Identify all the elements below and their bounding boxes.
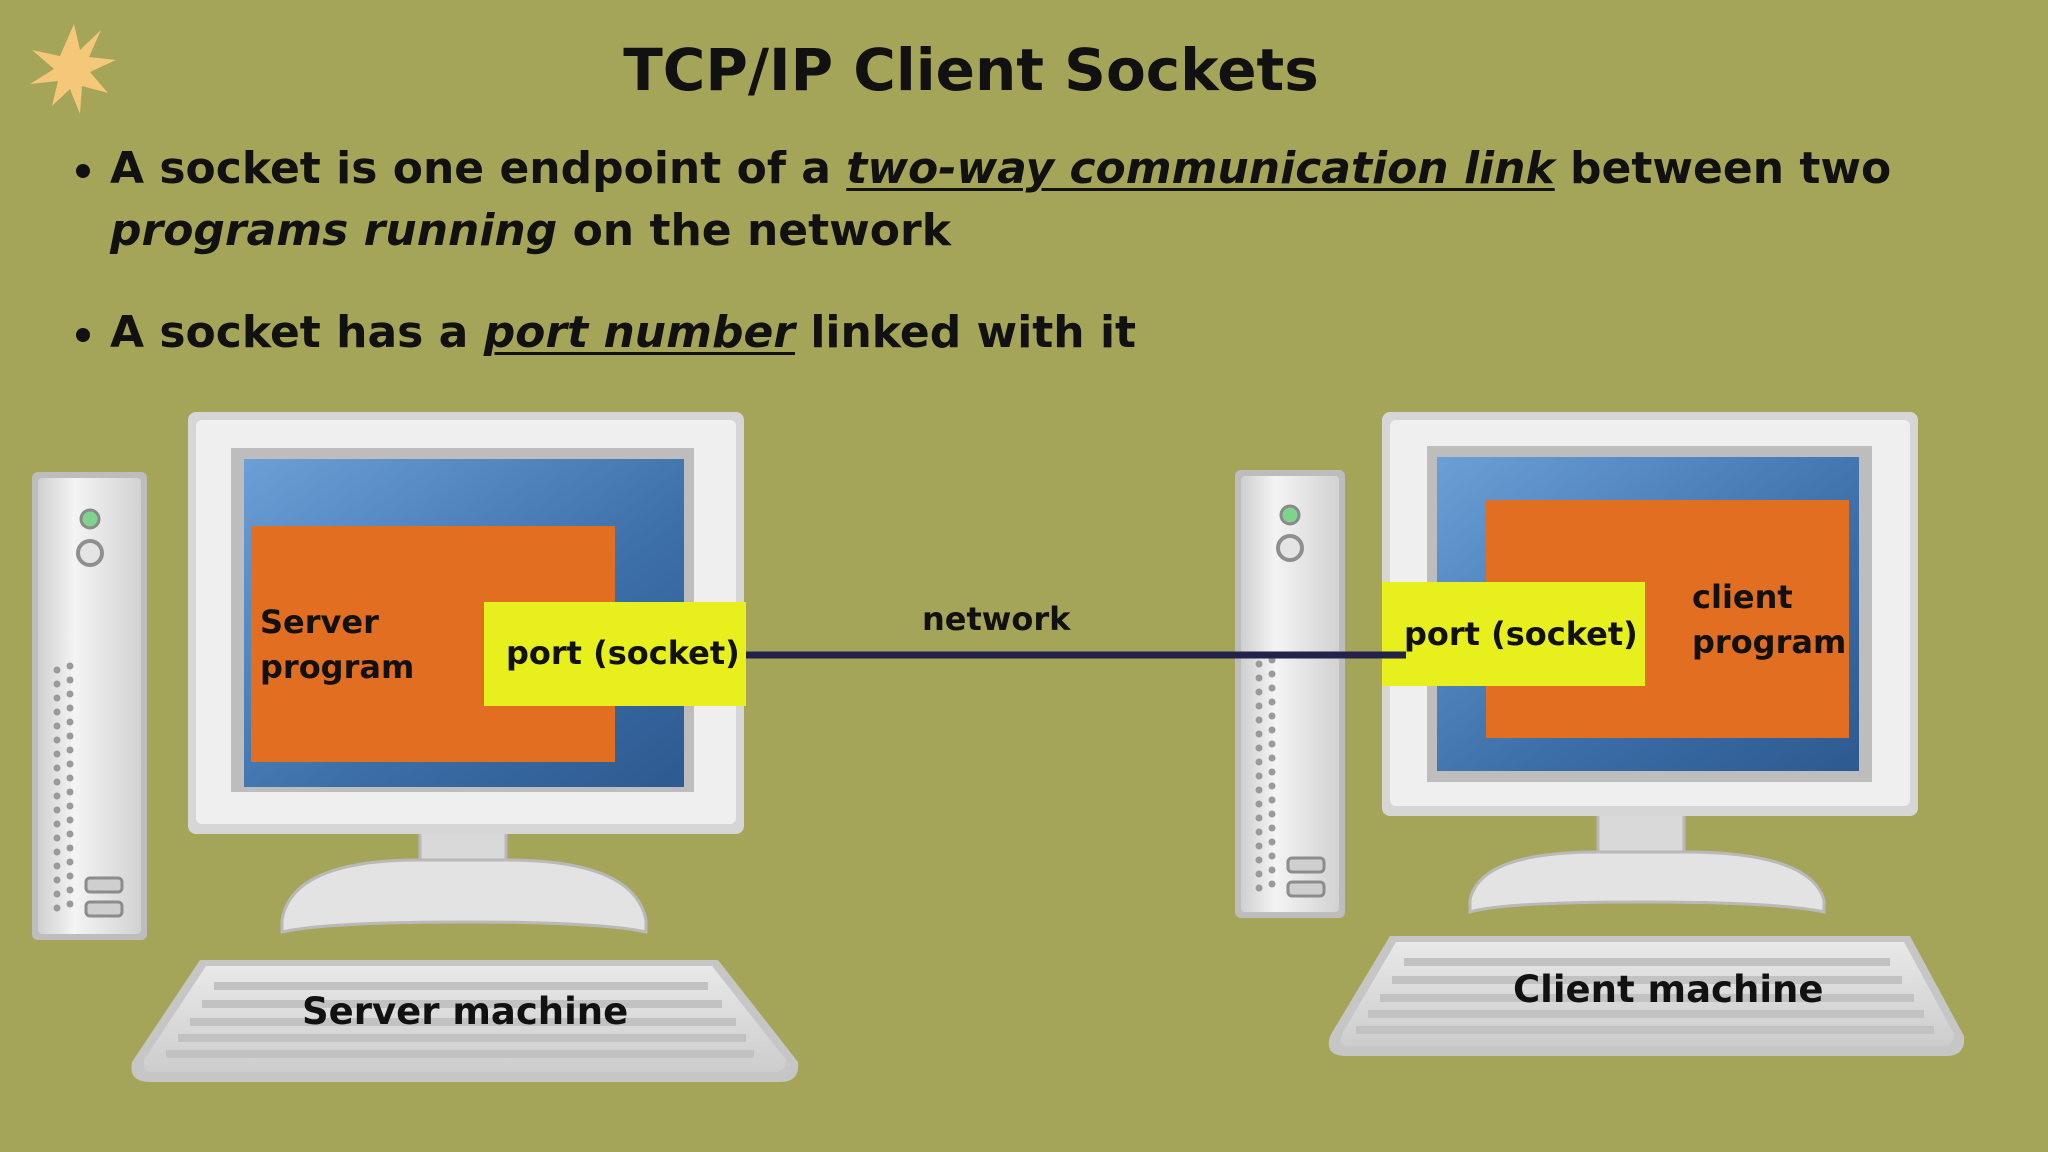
client-tower <box>1235 470 1345 918</box>
client-port-label: port (socket) <box>1404 615 1638 653</box>
star-icon <box>30 24 116 114</box>
server-program-label: Server program <box>260 600 414 690</box>
server-program-line1: Server <box>260 603 379 641</box>
emphasis-term: two-way communication link <box>846 143 1555 194</box>
server-keyboard <box>131 960 799 1082</box>
client-program-label: client program <box>1692 575 1846 665</box>
slide-title: TCP/IP Client Sockets <box>623 36 1319 104</box>
bullet-text: on the network <box>557 205 951 256</box>
bullet-text: A socket is one endpoint of a <box>110 143 847 194</box>
bullet-item: A socket has a port number linked with i… <box>76 302 1976 364</box>
client-keyboard <box>1328 936 1965 1056</box>
server-program-line2: program <box>260 648 415 686</box>
server-machine-label: Server machine <box>302 990 629 1033</box>
bullet-text: A socket has a <box>110 307 484 358</box>
server-port-label: port (socket) <box>506 634 740 672</box>
bullet-item: A socket is one endpoint of a two-way co… <box>76 138 1976 262</box>
client-port-box <box>1382 582 1645 686</box>
bullet-list: A socket is one endpoint of a two-way co… <box>76 138 1976 404</box>
emphasis-term: port number <box>483 307 795 358</box>
server-port-box <box>484 602 746 706</box>
server-tower <box>32 472 147 940</box>
client-program-line2: program <box>1692 623 1847 661</box>
client-machine-label: Client machine <box>1513 968 1824 1011</box>
bullet-text: linked with it <box>795 307 1137 358</box>
bullet-text: between two <box>1554 143 1892 194</box>
client-program-line1: client <box>1692 578 1793 616</box>
network-label: network <box>922 600 1071 638</box>
emphasis-term: programs running <box>110 205 558 256</box>
